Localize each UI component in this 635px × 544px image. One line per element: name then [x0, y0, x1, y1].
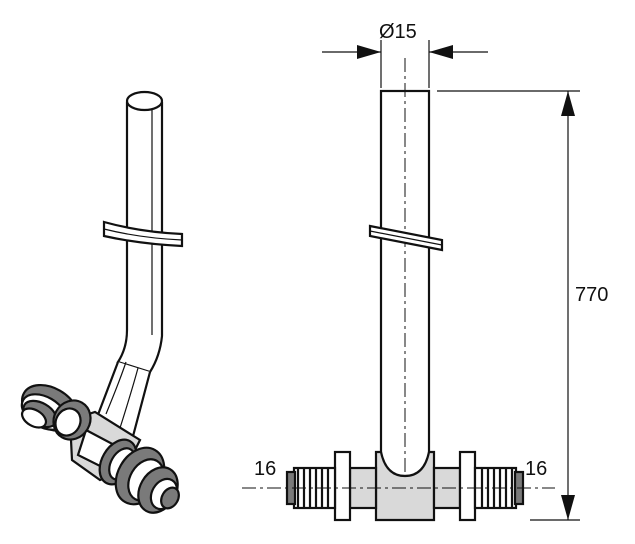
height-label: 770 [575, 284, 608, 306]
iso-right-fitting [98, 438, 180, 514]
isometric-view [20, 90, 184, 514]
front-left-fitting [285, 450, 352, 522]
right-connection-label: 16 [525, 458, 547, 480]
front-pipe [368, 58, 444, 500]
diameter-label: Ø15 [379, 21, 417, 43]
front-view [242, 58, 555, 522]
left-connection-label: 16 [254, 458, 276, 480]
dimension-diameter: Ø15 [322, 21, 488, 88]
iso-left-fitting [20, 383, 92, 441]
dimension-height: 770 [437, 90, 608, 521]
iso-pipe [102, 90, 184, 374]
front-right-fitting [458, 450, 525, 522]
